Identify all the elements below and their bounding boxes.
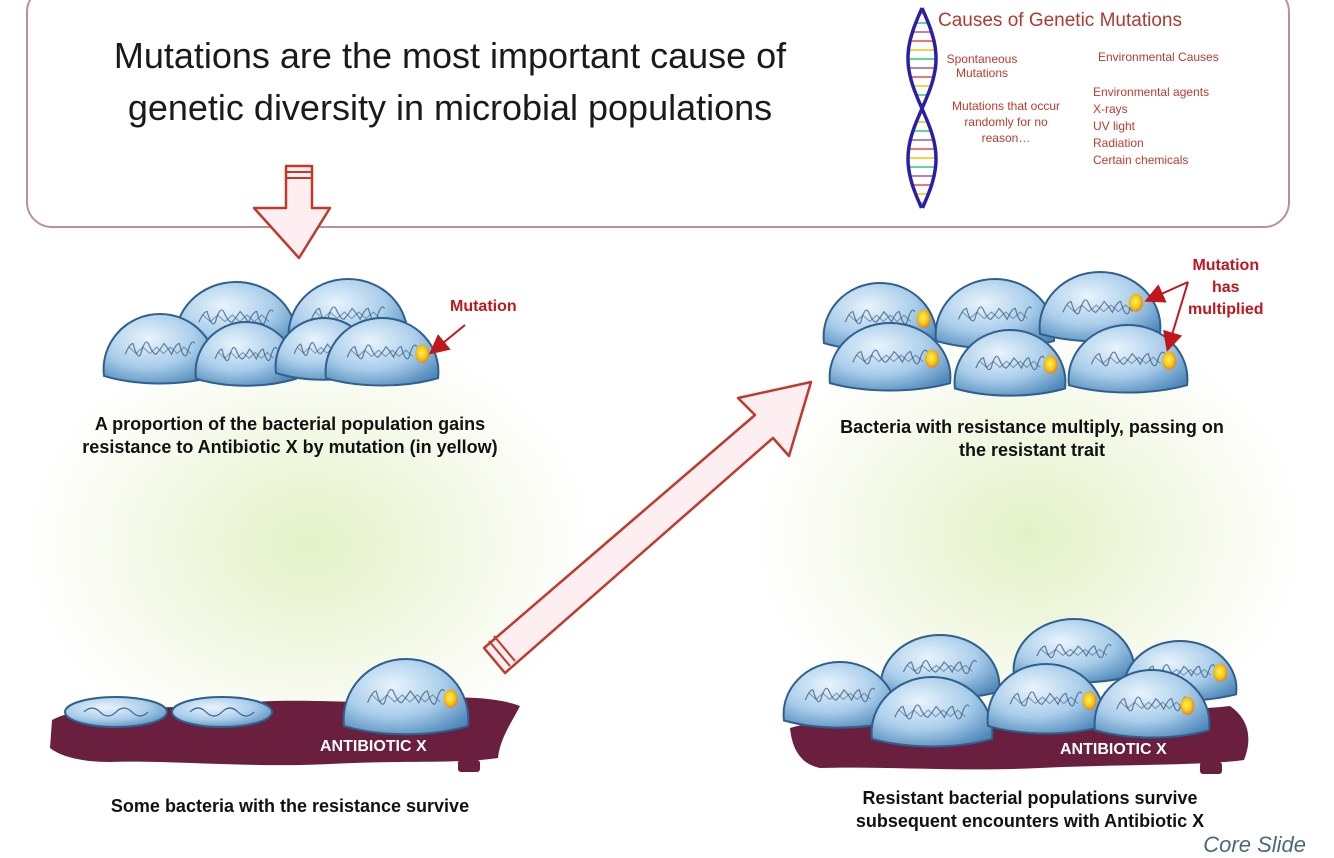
antibiotic-label-right: ANTIBIOTIC X	[1060, 741, 1167, 758]
inset-left-body: Mutations that occur randomly for no rea…	[936, 98, 1076, 146]
inset-left-body-line: Mutations that occur	[951, 99, 1061, 113]
mutated-bacterium	[324, 316, 440, 387]
multiplied-pointer-1	[1144, 281, 1189, 303]
inset-right-body-line: Certain chemicals	[1093, 153, 1189, 167]
title-line-1: Mutations are the most important cause o…	[113, 35, 787, 76]
caption-stage-2: Bacteria with resistance multiply, passi…	[792, 416, 1272, 462]
caption-line: A proportion of the bacterial population…	[94, 414, 486, 434]
inset-left-heading-line: Mutations	[955, 66, 1009, 80]
mutation-multiplied-line: multiplied	[1188, 301, 1264, 318]
caption-line: the resistant trait	[958, 440, 1106, 460]
inset-right-body-line: Environmental agents	[1093, 85, 1210, 99]
mutated-bacterium	[1093, 668, 1211, 739]
mutation-multiplied-line: Mutation	[1192, 257, 1260, 274]
dead-bacterium	[171, 696, 273, 728]
antibiotic-drip-left	[458, 760, 480, 772]
inset-left-heading: Spontaneous Mutations	[938, 52, 1026, 80]
down-arrow	[252, 164, 332, 260]
bacterium	[870, 675, 994, 748]
antibiotic-label-left: ANTIBIOTIC X	[320, 738, 427, 755]
core-slide-footer: Core Slide	[1203, 832, 1306, 857]
dead-bacterium	[64, 696, 168, 728]
caption-stage-3: Some bacteria with the resistance surviv…	[110, 796, 470, 816]
mutation-multiplied-label: Mutation has multiplied	[1188, 255, 1264, 321]
mutated-bacterium	[828, 321, 952, 392]
caption-line: resistance to Antibiotic X by mutation (…	[82, 437, 498, 457]
inset-right-body-line: X-rays	[1093, 102, 1128, 116]
caption-line: Resistant bacterial populations survive	[862, 788, 1198, 808]
page-title: Mutations are the most important cause o…	[40, 30, 860, 134]
inset-right-heading: Environmental Causes	[1098, 50, 1219, 64]
caption-stage-4: Resistant bacterial populations survive …	[780, 787, 1280, 833]
caption-line: Bacteria with resistance multiply, passi…	[840, 417, 1224, 437]
inset-title: Causes of Genetic Mutations	[938, 10, 1182, 31]
mutated-bacterium	[986, 662, 1106, 735]
mutated-bacterium	[342, 657, 470, 736]
multiplied-pointer-2	[1163, 281, 1189, 352]
title-box	[26, 0, 1290, 228]
mutated-bacterium	[953, 328, 1067, 397]
caption-line: subsequent encounters with Antibiotic X	[855, 811, 1205, 831]
bacterium	[102, 312, 218, 385]
inset-right-body-line: UV light	[1093, 119, 1136, 133]
mutation-multiplied-line: has	[1211, 279, 1240, 296]
mutation-label: Mutation	[450, 298, 517, 315]
inset-left-body-line: reason…	[981, 131, 1031, 145]
caption-stage-1: A proportion of the bacterial population…	[40, 413, 540, 459]
inset-left-body-line: randomly for no	[964, 115, 1048, 129]
title-line-2: genetic diversity in microbial populatio…	[127, 87, 773, 128]
inset-left-heading-line: Spontaneous	[946, 52, 1018, 66]
inset-right-body-line: Radiation	[1093, 136, 1144, 150]
mutation-pointer	[428, 324, 466, 355]
bacterium	[782, 660, 898, 729]
antibiotic-drip-right	[1200, 762, 1222, 774]
diagonal-arrow	[482, 380, 813, 675]
inset-right-body: Environmental agents X-rays UV light Rad…	[1093, 84, 1209, 169]
